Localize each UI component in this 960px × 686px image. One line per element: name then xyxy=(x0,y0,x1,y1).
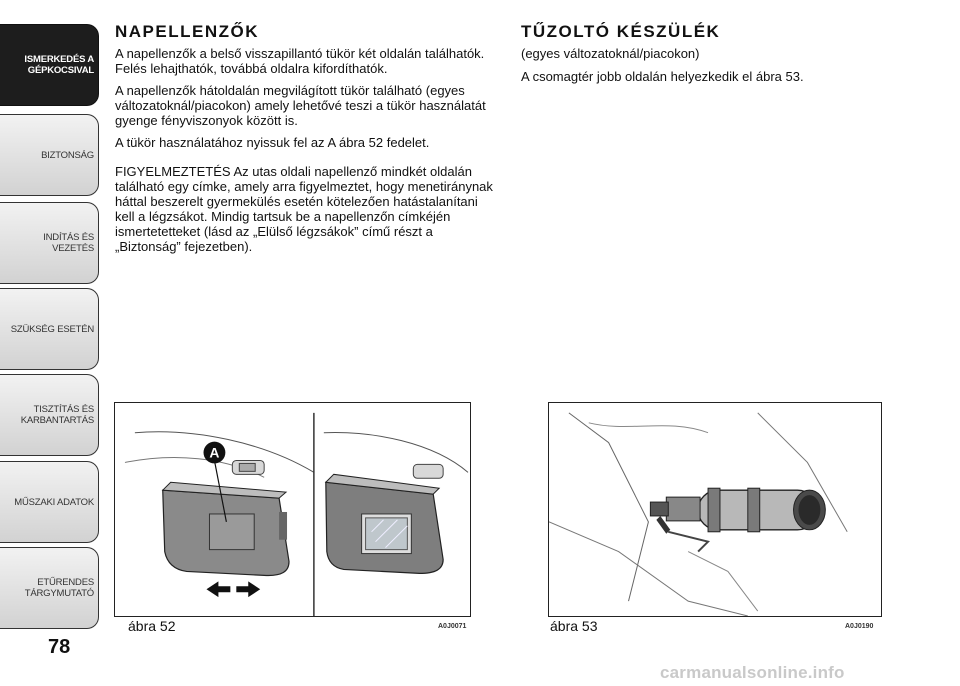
figure-53-caption: ábra 53 xyxy=(550,618,598,634)
tab-inditas-es-vezetes[interactable]: INDÍTÁS ÉS VEZETÉS xyxy=(0,202,99,284)
figure-52-code: A0J0071 xyxy=(438,623,467,630)
paragraph: A napellenzők hátoldalán megvilágított t… xyxy=(115,83,486,128)
watermark: carmanualsonline.info xyxy=(660,663,845,682)
warning-paragraph: FIGYELMEZTETÉS Az utas oldali napellenző… xyxy=(115,164,493,254)
section-subheading: (egyes változatoknál/piacokon) xyxy=(521,46,700,61)
figure-53-code: A0J0190 xyxy=(845,623,874,630)
figure-52: A xyxy=(114,402,471,617)
figure-53 xyxy=(548,402,882,617)
tab-targymutato[interactable]: ETŰRENDES TÁRGYMUTATÓ xyxy=(0,547,99,629)
tab-muszaki-adatok[interactable]: MŰSZAKI ADATOK xyxy=(0,461,99,543)
tab-szukseg-eseten[interactable]: SZÜKSÉG ESETÉN xyxy=(0,288,99,370)
fire-extinguisher-section: TŰZOLTÓ KÉSZÜLÉK (egyes változatoknál/pi… xyxy=(521,22,821,91)
paragraph: A tükör használatához nyissuk fel az A á… xyxy=(115,135,430,150)
paragraph: A csomagtér jobb oldalán helyezkedik el … xyxy=(521,69,804,84)
page-number: 78 xyxy=(48,636,71,658)
tab-ismerkedes[interactable]: ISMERKEDÉS A GÉPKOCSIVAL xyxy=(0,24,99,106)
figure-52-caption: ábra 52 xyxy=(128,618,176,634)
paragraph: A napellenzők a belső visszapillantó tük… xyxy=(115,46,485,76)
tab-biztonsag[interactable]: BIZTONSÁG xyxy=(0,114,99,196)
tab-tisztitas[interactable]: TISZTÍTÁS ÉS KARBANTARTÁS xyxy=(0,374,99,456)
sun-visor-illustration: A xyxy=(114,402,471,617)
fire-extinguisher-illustration xyxy=(548,402,882,617)
section-heading: TŰZOLTÓ KÉSZÜLÉK xyxy=(521,22,721,41)
callout-a: A xyxy=(209,445,219,461)
section-heading: NAPELLENZŐK xyxy=(115,22,259,41)
sun-visors-section: NAPELLENZŐK A napellenzők a belső vissza… xyxy=(115,22,500,261)
